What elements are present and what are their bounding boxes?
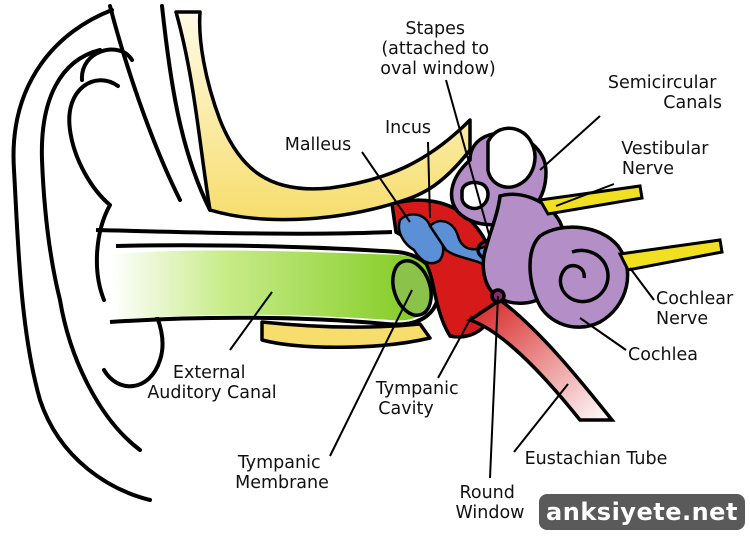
label-semicircular-canals: Semicircular Canals <box>608 73 722 113</box>
label-cochlea: Cochlea <box>628 345 698 365</box>
inner-ear <box>449 126 630 329</box>
leader-lines <box>229 79 655 479</box>
external-auditory-canal <box>95 228 441 327</box>
label-cochlear-nerve: Cochlear Nerve <box>656 289 739 329</box>
watermark-badge: anksiyete.net <box>539 494 745 530</box>
label-external-auditory-canal: External Auditory Canal <box>147 363 276 403</box>
eustachian-tube <box>466 297 616 422</box>
label-vestibular-nerve: Vestibular Nerve <box>621 139 714 179</box>
label-tympanic-membrane: Tympanic Membrane <box>235 453 329 493</box>
labels: Stapes (attached to oval window) Semicir… <box>147 19 739 523</box>
label-malleus: Malleus <box>285 135 352 155</box>
nerves <box>537 184 724 272</box>
label-incus: Incus <box>385 118 431 138</box>
label-round-window: Round Window <box>455 483 524 523</box>
tympanic-membrane <box>391 259 433 317</box>
label-tympanic-cavity: Tympanic Cavity <box>375 379 464 419</box>
label-eustachian-tube: Eustachian Tube <box>525 449 668 469</box>
label-stapes: Stapes (attached to oval window) <box>380 19 495 79</box>
